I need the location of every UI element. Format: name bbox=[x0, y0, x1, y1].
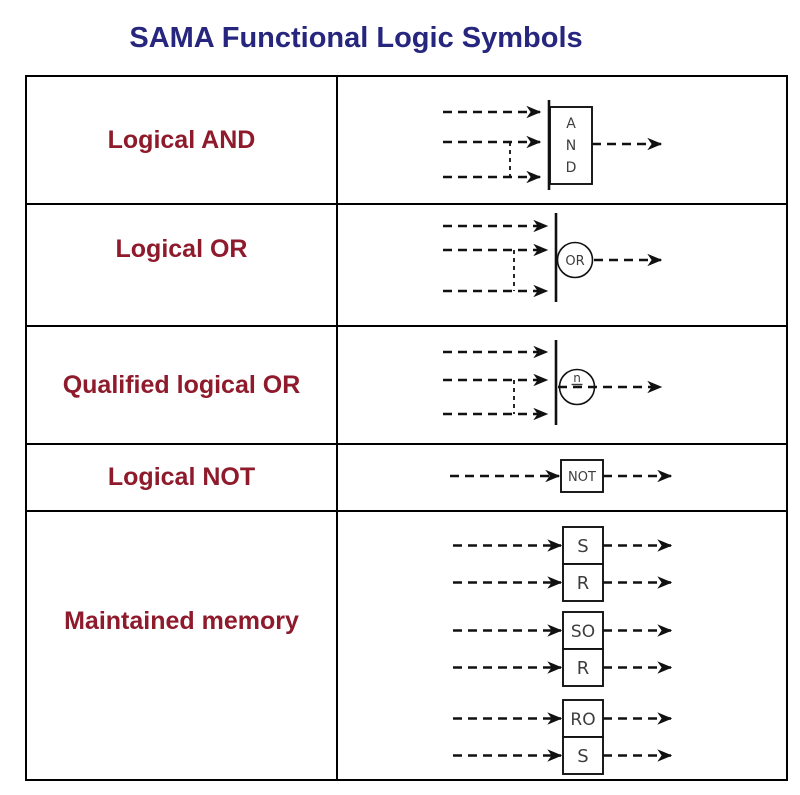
memory-letter: S bbox=[577, 746, 588, 767]
memory-letter: R bbox=[577, 658, 590, 679]
or-circle bbox=[556, 241, 594, 279]
memory-letter: SO bbox=[571, 622, 595, 642]
or-text: OR bbox=[565, 254, 584, 269]
symbols-table: Logical AND A N D Logical OR OR bbox=[25, 75, 788, 781]
not-text: NOT bbox=[568, 470, 596, 485]
memory-letter: R bbox=[577, 573, 590, 594]
page-title: SAMA Functional Logic Symbols bbox=[129, 22, 583, 54]
diagram-cell-logical-and: A N D bbox=[338, 77, 786, 205]
row-label: Logical NOT bbox=[107, 463, 256, 491]
qualified-or-gate-diagram: n bbox=[443, 340, 663, 425]
memory-letter: RO bbox=[570, 710, 595, 730]
or-gate-diagram: OR bbox=[443, 213, 663, 302]
and-letter: D bbox=[566, 160, 577, 176]
diagram-cell-logical-not: NOT bbox=[338, 445, 786, 512]
label-cell-logical-or: Logical OR bbox=[27, 205, 338, 327]
memory-box-s bbox=[562, 736, 604, 775]
memory-letter: S bbox=[577, 536, 588, 557]
row-label: Maintained memory bbox=[64, 607, 299, 635]
and-box bbox=[549, 106, 593, 185]
maintained-memory-diagram: S R SO R RO S bbox=[453, 526, 673, 775]
diagram-cell-maintained-memory: S R SO R RO S bbox=[338, 512, 786, 779]
label-cell-logical-and: Logical AND bbox=[27, 77, 338, 205]
row-label: Logical AND bbox=[107, 125, 256, 154]
row-label: Qualified logical OR bbox=[62, 370, 301, 399]
label-cell-qualified-or: Qualified logical OR bbox=[27, 327, 338, 445]
diagram-cell-logical-or: OR bbox=[338, 205, 786, 327]
and-letter: A bbox=[566, 116, 576, 132]
memory-box-r bbox=[562, 648, 604, 687]
row-label: Logical OR bbox=[115, 234, 248, 263]
diagram-cell-qualified-or: n bbox=[338, 327, 786, 445]
label-cell-maintained-memory: Maintained memory bbox=[27, 512, 338, 779]
and-gate-diagram: A N D bbox=[443, 100, 663, 190]
not-gate-diagram: NOT bbox=[450, 459, 673, 493]
label-cell-logical-not: Logical NOT bbox=[27, 445, 338, 512]
qualifier-n-text: n bbox=[573, 371, 581, 385]
and-letter: N bbox=[566, 138, 576, 154]
